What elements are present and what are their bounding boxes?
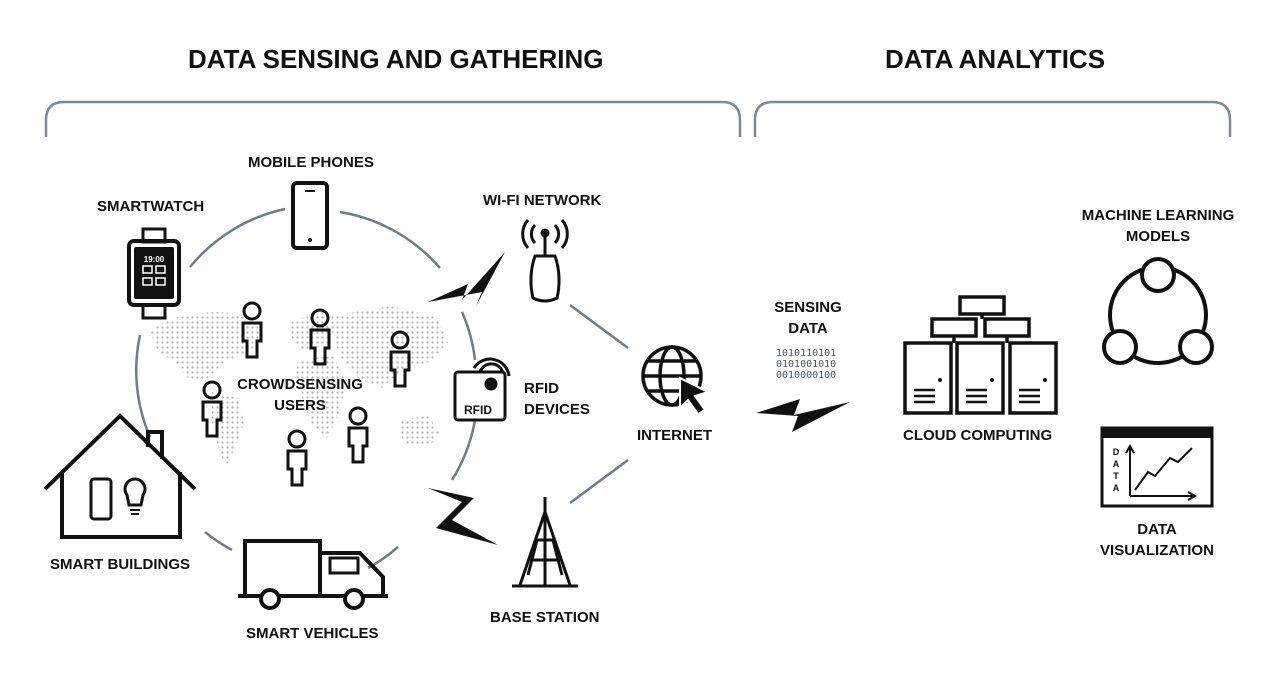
binary-line: 1010110101	[776, 348, 837, 359]
bolt-wifi	[428, 252, 505, 306]
svg-text:D: D	[1113, 447, 1120, 457]
person-icon	[347, 406, 369, 464]
wifi-network-label: WI-FI NETWORK	[483, 192, 602, 209]
smartwatch-icon	[127, 227, 181, 320]
ml-line2: MODELS	[1125, 228, 1191, 245]
svg-text:A: A	[1113, 483, 1120, 493]
person-icon	[241, 301, 263, 359]
dv-line2: VISUALIZATION	[1100, 542, 1214, 559]
rfid-line2: DEVICES	[524, 401, 590, 418]
chart-window-icon	[1100, 426, 1214, 508]
analytics-bracket	[753, 100, 1232, 137]
sensing-data-label: SENSING DATA	[768, 297, 848, 339]
cursor-arrow	[679, 376, 711, 416]
rfid-tag-text: RFID	[464, 403, 492, 417]
world-map	[150, 306, 448, 466]
sensing-bracket	[44, 100, 742, 137]
bolt-base	[428, 488, 498, 545]
rfid-line1: RFID	[524, 380, 559, 397]
person-icon	[201, 380, 223, 438]
crowdsensing-users-label: CROWDSENSING USERS	[233, 374, 367, 416]
globe-cursor-icon	[641, 345, 703, 407]
crowdsensing-users-icons	[201, 301, 411, 487]
crowdsensing-line1: CROWDSENSING	[237, 376, 363, 393]
truck-icon	[238, 539, 388, 610]
data-visualization-label: DATA VISUALIZATION	[1092, 519, 1222, 561]
person-icon	[309, 308, 331, 366]
smartwatch-label: SMARTWATCH	[97, 198, 205, 215]
dv-line1: DATA	[1137, 521, 1177, 538]
rfid-devices-label: RFID DEVICES	[524, 378, 590, 420]
binary-line: 0010000100	[776, 370, 837, 381]
ml-models-label: MACHINE LEARNING MODELS	[1072, 205, 1244, 247]
smart-vehicles-label: SMART VEHICLES	[246, 625, 379, 642]
binary-line: 0101001010	[776, 359, 837, 370]
person-icon	[389, 330, 411, 388]
sensing-section-title: DATA SENSING AND GATHERING	[188, 44, 604, 74]
cell-tower-icon	[512, 497, 578, 588]
analytics-section-title: DATA ANALYTICS	[885, 44, 1106, 74]
mobile-phones-label: MOBILE PHONES	[248, 154, 374, 171]
watch-time: 19:00	[144, 255, 165, 264]
person-icon	[286, 429, 308, 487]
ml-cycle-icon	[1102, 257, 1214, 365]
svg-text:T: T	[1113, 471, 1119, 481]
cloud-computing-label: CLOUD COMPUTING	[903, 427, 1053, 444]
wifi-antenna-icon	[521, 219, 569, 303]
rfid-icon	[453, 357, 511, 422]
svg-text:A: A	[1113, 459, 1120, 469]
base-station-label: BASE STATION	[490, 609, 600, 626]
sensing-data-line1: SENSING	[774, 299, 842, 316]
signal-bolts	[428, 252, 850, 545]
internet-label: INTERNET	[637, 427, 712, 444]
servers-icon	[903, 295, 1058, 415]
bolt-data	[756, 399, 850, 432]
ml-line1: MACHINE LEARNING	[1081, 207, 1235, 224]
mobile-phone-icon	[291, 181, 329, 250]
chart-axis-letters: D A T A	[1113, 447, 1120, 493]
sensing-data-line2: DATA	[788, 320, 828, 337]
smart-buildings-label: SMART BUILDINGS	[50, 556, 190, 573]
connector-lines	[135, 207, 629, 570]
binary-data: 1010110101 0101001010 0010000100	[776, 348, 836, 381]
crowdsensing-line2: USERS	[274, 397, 326, 414]
smart-building-icon	[43, 413, 197, 539]
